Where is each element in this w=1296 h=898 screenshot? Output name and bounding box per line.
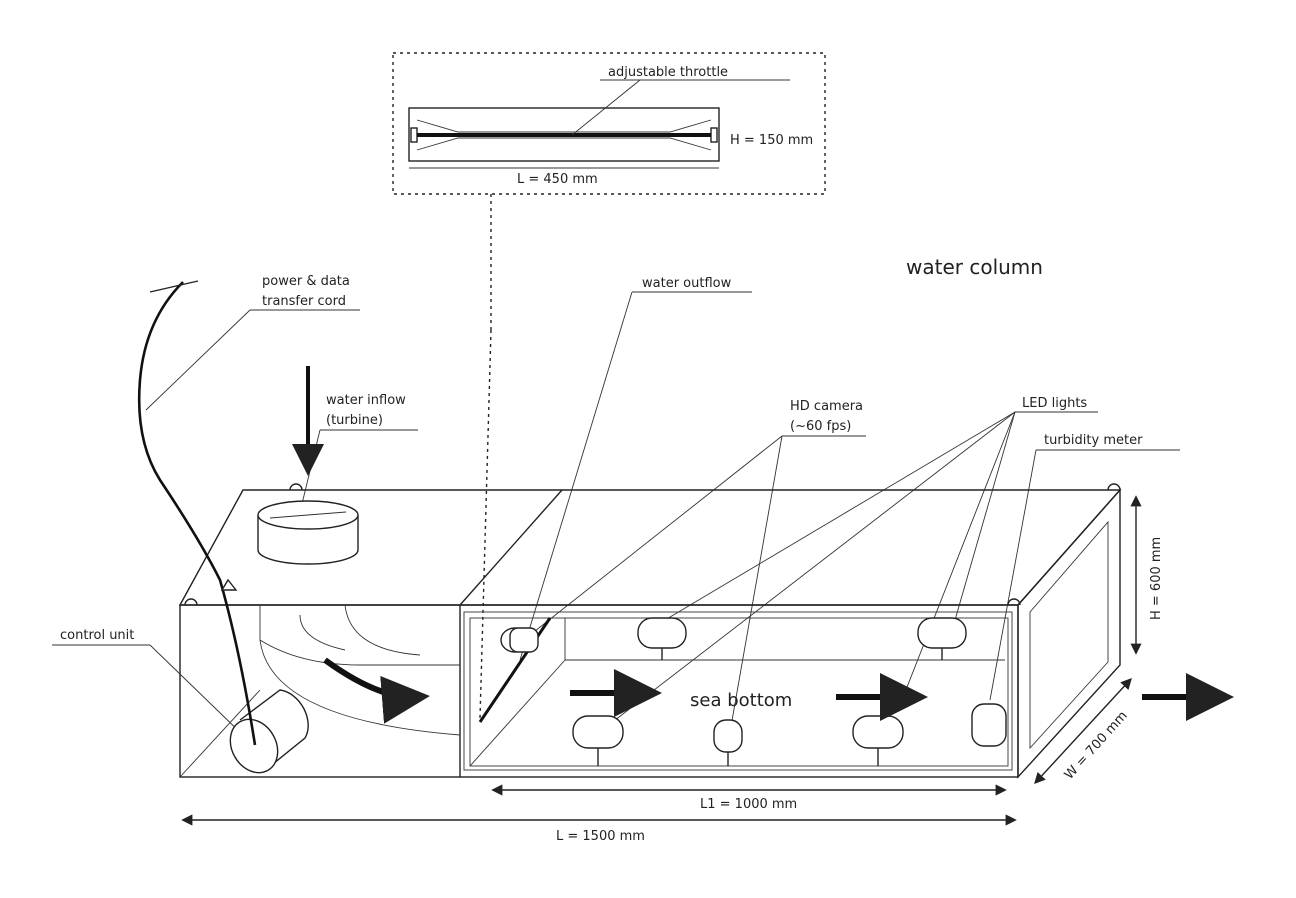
power-cord bbox=[137, 281, 257, 746]
led-light-2 bbox=[917, 617, 967, 660]
hd-camera-callout: HD camera (~60 fps) bbox=[529, 399, 866, 733]
throttle-leader bbox=[571, 79, 641, 136]
turbidity-meter bbox=[971, 703, 1007, 747]
hd-camera-label-2: (~60 fps) bbox=[790, 419, 851, 434]
hd-camera-1 bbox=[478, 617, 552, 723]
water-inflow-callout: water inflow (turbine) bbox=[292, 366, 418, 513]
led-lights-label: LED lights bbox=[1022, 396, 1087, 411]
control-unit bbox=[229, 689, 309, 774]
width-dimension bbox=[1034, 677, 1132, 785]
water-column-label: water column bbox=[906, 255, 1043, 279]
tank-side bbox=[1017, 488, 1121, 779]
turbidity-meter-label: turbidity meter bbox=[1044, 433, 1143, 448]
led-light-3 bbox=[572, 715, 624, 766]
throttle-body bbox=[408, 107, 720, 162]
inset-pointer bbox=[479, 329, 492, 719]
sea-bottom-label: sea bottom bbox=[690, 690, 792, 711]
section-length-label: L1 = 1000 mm bbox=[700, 797, 797, 812]
water-outflow-label: water outflow bbox=[642, 276, 732, 291]
hd-camera-2 bbox=[713, 719, 743, 766]
throttle-length-label: L = 450 mm bbox=[517, 172, 598, 187]
power-cord-callout: power & data transfer cord bbox=[145, 274, 360, 411]
throttle-height-label: H = 150 mm bbox=[730, 133, 813, 148]
led-light-4 bbox=[852, 715, 904, 766]
water-inflow-label-1: water inflow bbox=[326, 393, 406, 408]
control-unit-callout: control unit bbox=[52, 628, 249, 741]
tank-width-label: W = 700 mm bbox=[1062, 709, 1131, 783]
led-lights-callout: LED lights bbox=[609, 396, 1098, 725]
water-outflow-callout: water outflow bbox=[519, 276, 752, 661]
throttle-inset: adjustable throttle L = 450 mm H = 150 m… bbox=[392, 52, 826, 719]
adjustable-throttle-label: adjustable throttle bbox=[608, 65, 728, 80]
power-cord-label-1: power & data bbox=[262, 274, 350, 289]
turbine bbox=[257, 500, 359, 565]
flume-tank: sea bottom bbox=[137, 280, 1234, 779]
total-length-label: L = 1500 mm bbox=[556, 829, 645, 844]
flow-arrow-curved bbox=[323, 657, 430, 724]
control-unit-label: control unit bbox=[60, 628, 134, 643]
power-cord-label-2: transfer cord bbox=[262, 294, 346, 309]
water-inflow-label-2: (turbine) bbox=[326, 413, 383, 428]
hd-camera-label-1: HD camera bbox=[790, 399, 863, 414]
turbidity-meter-callout: turbidity meter bbox=[989, 433, 1180, 701]
led-light-1 bbox=[637, 617, 687, 660]
tank-height-label: H = 600 mm bbox=[1149, 537, 1164, 620]
